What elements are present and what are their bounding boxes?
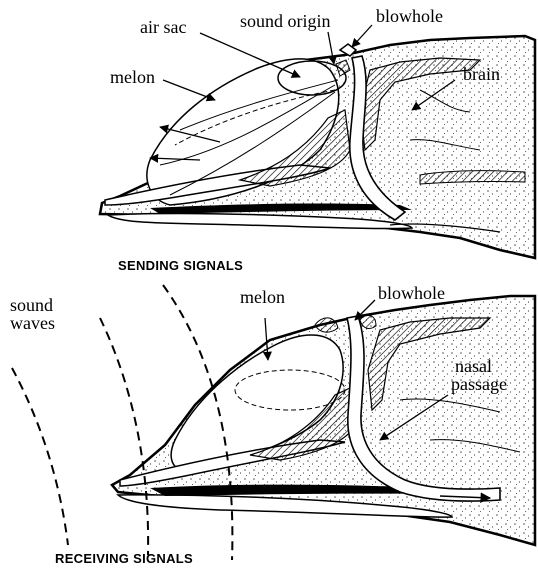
label-nasal: nasal	[455, 357, 492, 375]
label-melon-lower: melon	[240, 288, 285, 306]
label-melon: melon	[110, 68, 155, 86]
receiving-dolphin-head	[112, 296, 535, 545]
label-blowhole: blowhole	[376, 7, 443, 25]
label-passage: passage	[451, 375, 507, 393]
label-brain: brain	[463, 65, 500, 83]
sound-wave-2	[100, 318, 148, 555]
label-sound: sound	[10, 296, 53, 314]
label-waves: waves	[10, 314, 55, 332]
label-air-sac: air sac	[140, 18, 186, 36]
caption-sending-signals: SENDING SIGNALS	[118, 258, 243, 273]
caption-receiving-signals: RECEIVING SIGNALS	[55, 551, 193, 566]
label-sound-origin: sound origin	[240, 12, 331, 30]
label-blowhole-lower: blowhole	[378, 284, 445, 302]
sound-wave-1	[12, 368, 68, 545]
